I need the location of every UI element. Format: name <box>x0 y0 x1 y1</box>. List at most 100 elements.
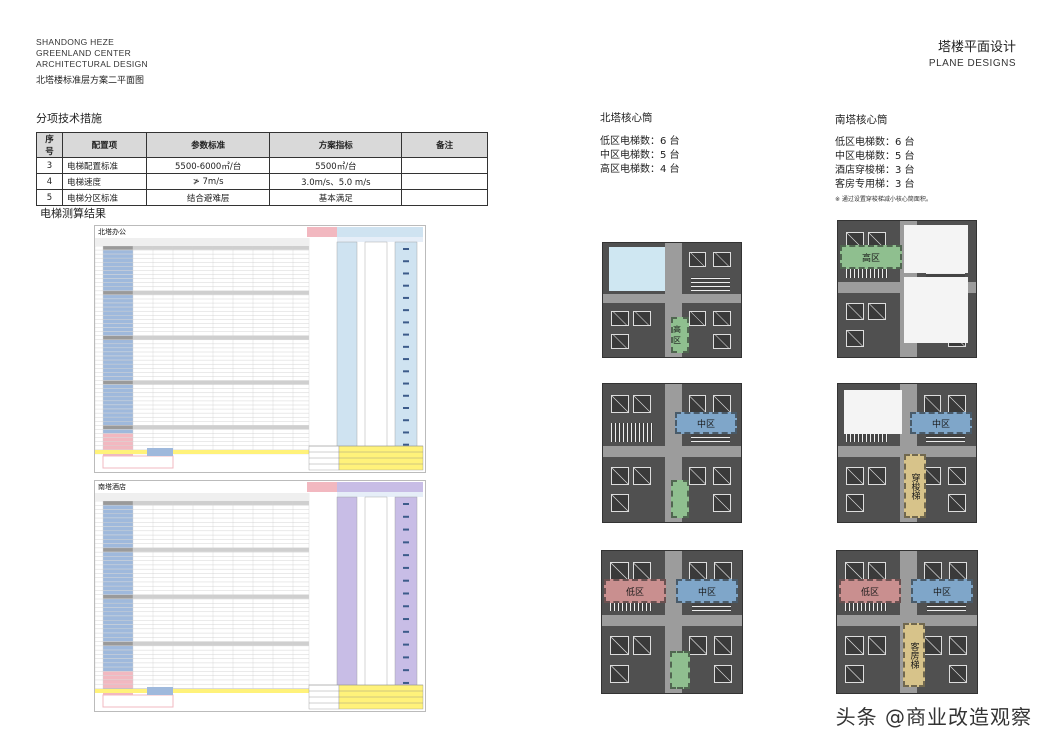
shaft-cross <box>846 563 863 580</box>
elevator-shaft <box>845 636 864 655</box>
zone-high-strip <box>670 651 690 689</box>
elevator-shaft <box>688 311 707 327</box>
north-plan-low: 低区中区 <box>601 550 743 694</box>
elevator-shaft <box>610 636 629 655</box>
south-plan-low: 低区中区客房梯 <box>836 550 978 694</box>
shaft-cross <box>847 495 864 512</box>
elevator-shaft <box>688 466 707 485</box>
cell-item: 电梯分区标准 <box>61 189 147 206</box>
elevator-shaft <box>688 252 707 267</box>
shaft-cross <box>634 312 651 326</box>
shaft-cross <box>949 467 966 484</box>
elevator-shaft <box>949 562 968 581</box>
south-core-list: 低区电梯数：6 台 中区电梯数：5 台 酒店穿梭梯：3 台 客房专用梯：3 台 <box>835 136 915 192</box>
shaft-cross <box>689 467 706 484</box>
zone-low-label: 低区 <box>839 579 901 603</box>
shaft-cross <box>714 396 731 412</box>
north-core-line: 中区电梯数：5 台 <box>600 150 680 161</box>
elevator-shaft <box>713 466 732 485</box>
shaft-cross <box>949 495 966 512</box>
north-plan-high: 高区 <box>602 242 742 358</box>
shaft-cross <box>714 467 731 484</box>
shaft-cross <box>949 396 966 412</box>
shaft-cross <box>612 467 629 484</box>
elevator-shaft <box>949 636 968 655</box>
elevator-shaft <box>948 494 967 513</box>
corridor <box>602 614 742 627</box>
zone-mid-label: 中区 <box>676 579 738 603</box>
room-white <box>904 277 968 343</box>
col-standard: 参数标准 <box>145 132 271 158</box>
elevator-shaft <box>714 636 733 655</box>
shaft-cross <box>715 637 732 654</box>
shaft-cross <box>924 467 941 484</box>
cell-scheme: 5500㎡/台 <box>269 157 403 174</box>
watermark: 头条 @商业改造观察 <box>835 705 1032 729</box>
elevator-shaft <box>611 334 630 349</box>
shaft-cross <box>611 563 628 580</box>
elevator-shaft <box>632 636 651 655</box>
south-core-line: 客房专用梯：3 台 <box>835 179 915 190</box>
shaft-cross <box>869 303 886 320</box>
brand-line-1: SHANDONG HEZE <box>36 37 115 47</box>
shaft-cross <box>950 665 967 683</box>
elevator-shaft <box>867 636 886 655</box>
elevator-shaft <box>714 664 733 684</box>
shaft-cross <box>689 637 706 654</box>
shaft-cross <box>715 665 732 683</box>
elevator-shaft <box>923 395 942 413</box>
cell-item: 电梯速度 <box>61 173 147 190</box>
shaft-cross <box>689 312 706 326</box>
brand-line-3: ARCHITECTURAL DESIGN <box>36 59 148 69</box>
elevator-shaft <box>923 562 942 581</box>
cell-scheme: 基本满足 <box>269 189 403 206</box>
calc-section-title: 电梯测算结果 <box>40 207 106 220</box>
north-core-line: 低区电梯数：6 台 <box>600 136 680 147</box>
shaft-cross <box>612 396 629 412</box>
corridor <box>603 446 741 458</box>
shaft-cross <box>612 335 629 348</box>
elevator-shaft <box>610 664 629 684</box>
elevator-shaft <box>611 311 630 327</box>
elevator-shaft <box>846 494 865 513</box>
elevator-shaft <box>633 466 652 485</box>
shaft-cross <box>633 637 650 654</box>
elevator-shaft <box>949 664 968 684</box>
elevator-shaft <box>713 395 732 413</box>
south-sheet-grid <box>95 482 424 710</box>
north-core-line: 高区电梯数：4 台 <box>600 164 680 175</box>
cell-note <box>401 173 488 190</box>
col-scheme: 方案指标 <box>269 132 403 158</box>
cell-item: 电梯配置标准 <box>61 157 147 174</box>
shaft-cross <box>847 330 864 347</box>
zone-high-strip <box>671 480 689 518</box>
shaft-cross <box>846 637 863 654</box>
shaft-cross <box>689 253 706 266</box>
shaft-cross <box>847 467 864 484</box>
shaft-cross <box>924 637 941 654</box>
elevator-shaft <box>713 252 732 267</box>
col-note: 备注 <box>401 132 488 158</box>
cell-scheme: 3.0m/s、5.0 m/s <box>269 173 403 190</box>
elevator-shaft <box>923 636 942 655</box>
page-title-block: 塔楼平面设计 PLANE DESIGNS <box>929 36 1016 69</box>
south-plan-mid: 中区穿梭梯 <box>837 383 977 523</box>
cell-standard: 结合避难层 <box>145 189 271 206</box>
shaft-cross <box>634 467 651 484</box>
shaft-cross <box>612 495 629 512</box>
south-core-note: ※ 通过设置穿梭梯减小核心筒面积。 <box>835 196 932 203</box>
spec-header-row: 序号 配置项 参数标准 方案指标 备注 <box>36 132 488 158</box>
north-sheet-label: 北塔办公 <box>98 228 126 236</box>
zone-low-label: 低区 <box>604 579 666 603</box>
shaft-cross <box>611 637 628 654</box>
shaft-cross <box>714 312 731 326</box>
elevator-shaft <box>948 466 967 485</box>
elevator-shaft <box>713 334 732 349</box>
table-row: 5 电梯分区标准 结合避难层 基本满足 <box>36 189 488 206</box>
cell-standard: 5500-6000㎡/台 <box>145 157 271 174</box>
spec-table: 序号 配置项 参数标准 方案指标 备注 3 电梯配置标准 5500-6000㎡/… <box>36 132 488 206</box>
elevator-shaft <box>714 562 733 581</box>
shaft-cross <box>924 396 941 412</box>
elevator-shaft <box>846 329 865 348</box>
corridor <box>837 614 977 627</box>
